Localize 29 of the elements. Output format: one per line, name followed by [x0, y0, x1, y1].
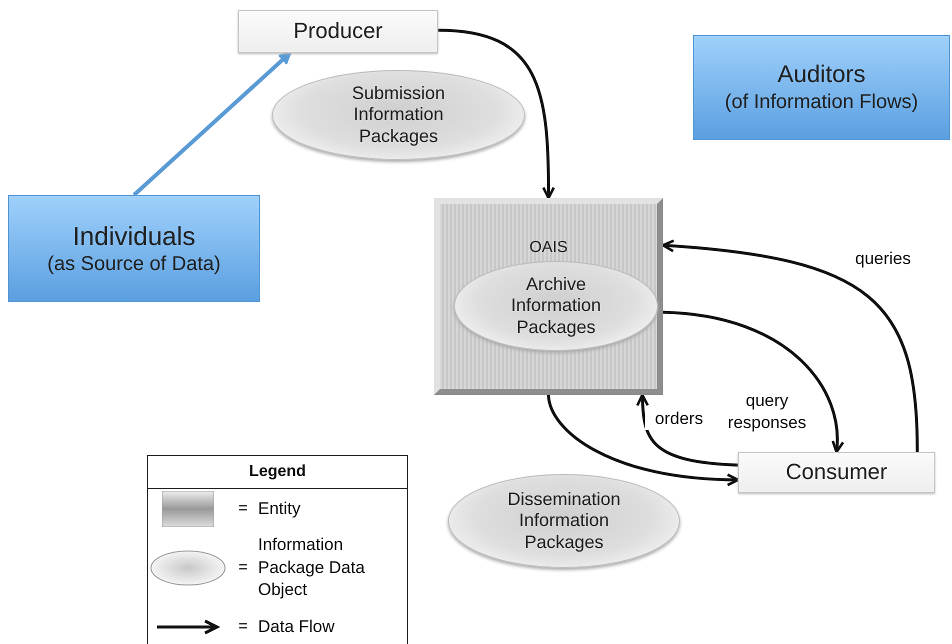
- arrow: [662, 240, 919, 452]
- actor-box: [693, 35, 950, 140]
- legend-text: Information Package Data Object: [258, 534, 366, 602]
- node-label: Archive Information Packages: [510, 274, 602, 338]
- arrow: [662, 310, 844, 454]
- actor-box: [8, 195, 260, 302]
- arrow: [438, 28, 555, 200]
- equals-sign: =: [237, 559, 249, 577]
- node-label: Dissemination Information Packages: [506, 488, 622, 554]
- equals-sign: =: [237, 500, 249, 518]
- arrow: [636, 394, 738, 467]
- legend-title: Legend: [249, 463, 306, 481]
- node-label: OAIS: [529, 238, 568, 258]
- node-label: Producer: [293, 18, 383, 45]
- entity-box: [238, 10, 438, 53]
- archive-box: [434, 198, 663, 395]
- arrow: [132, 52, 292, 196]
- node-label: Submission Information Packages: [350, 82, 446, 148]
- legend-text: Data Flow: [258, 616, 336, 638]
- node-label: Individuals: [72, 220, 196, 252]
- package-ellipse: [454, 261, 658, 351]
- node-label: (of Information Flows): [724, 90, 918, 114]
- node-label: Auditors: [777, 61, 866, 90]
- node-label: (as Source of Data): [47, 252, 221, 276]
- node-label: Consumer: [786, 459, 888, 486]
- entity-box: [738, 452, 935, 493]
- equals-sign: =: [237, 618, 249, 636]
- arrow: [547, 394, 740, 486]
- legend-text: Entity: [258, 498, 302, 520]
